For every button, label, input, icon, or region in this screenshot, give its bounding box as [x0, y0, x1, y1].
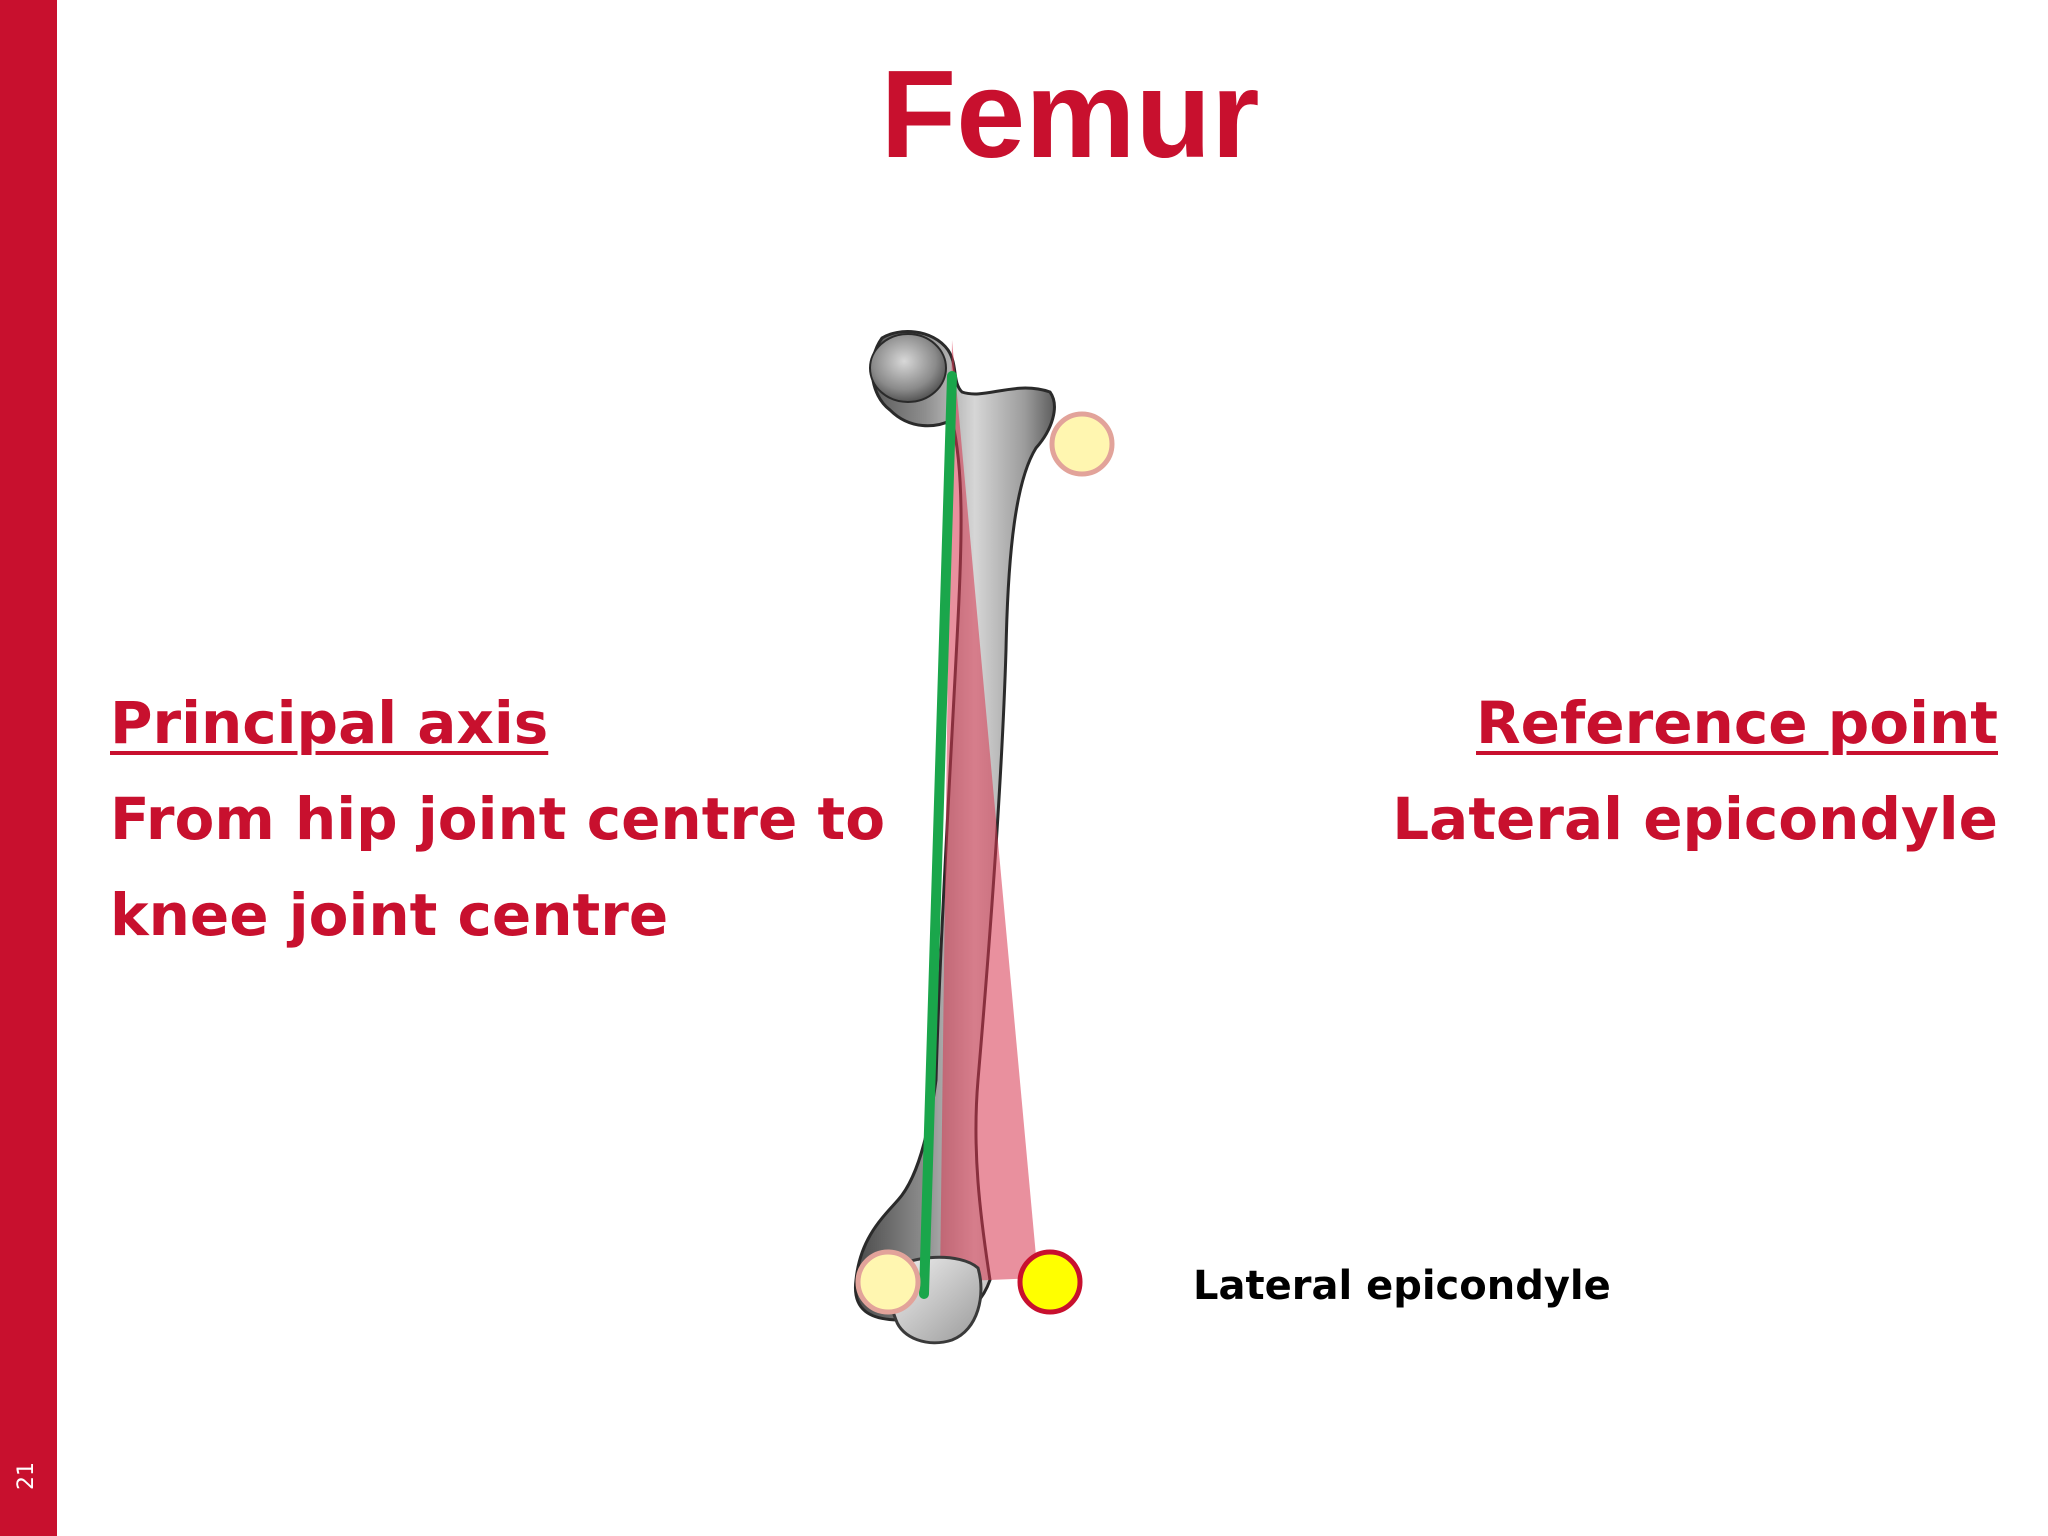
principal-axis-line	[919, 371, 957, 1299]
principal-axis-block: Principal axis From hip joint centre to …	[110, 675, 970, 963]
reference-point-block: Reference point Lateral epicondyle	[1278, 675, 1998, 867]
lateral-epicondyle-label: Lateral epicondyle	[1193, 1263, 1611, 1309]
side-accent-bar	[0, 0, 57, 1536]
principal-axis-line-2: knee joint centre	[110, 881, 669, 949]
reference-point-line-1: Lateral epicondyle	[1392, 785, 1998, 853]
principal-axis-line-1: From hip joint centre to	[110, 785, 886, 853]
lateral-epicondyle-marker	[1017, 1249, 1083, 1315]
greater-trochanter-marker	[1049, 411, 1115, 477]
reference-plane	[940, 340, 1038, 1282]
slide-title: Femur	[880, 46, 1260, 184]
femoral-head	[869, 333, 947, 403]
principal-axis-heading: Principal axis	[110, 689, 549, 757]
femur-diagram	[853, 330, 1115, 1345]
reference-point-heading: Reference point	[1476, 689, 1998, 757]
medial-epicondyle-marker	[855, 1249, 921, 1315]
slide-number: 21	[14, 1462, 39, 1490]
